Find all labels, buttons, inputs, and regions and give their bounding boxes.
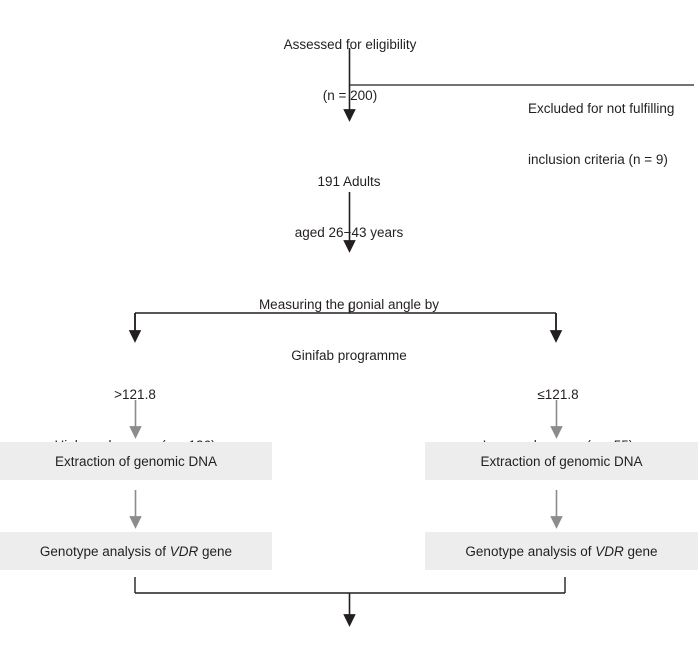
genotype-right-prefix: Genotype analysis of	[465, 543, 596, 559]
high-angle-threshold: >121.8	[114, 387, 156, 402]
genotype-left-prefix: Genotype analysis of	[39, 543, 170, 559]
genotype-left-suffix: gene	[198, 543, 233, 559]
genotype-right-suffix: gene	[623, 543, 658, 559]
box-genotype-analysis-left: Genotype analysis of VDR gene	[0, 532, 272, 570]
excluded-line-1: Excluded for not fulfilling	[528, 101, 675, 116]
node-adults: 191 Adults aged 26−43 years	[249, 139, 449, 275]
connector-merge-to-statistical	[134, 577, 566, 627]
box-extraction-genomic-dna-left: Extraction of genomic DNA	[0, 442, 272, 480]
box-extraction-genomic-dna-right: Extraction of genomic DNA	[425, 442, 698, 480]
genotype-left-gene: VDR	[169, 543, 199, 559]
genotype-right-gene: VDR	[595, 543, 624, 559]
measuring-line-1: Measuring the gonial angle by	[258, 297, 440, 312]
assessed-line-2: (n = 200)	[322, 88, 378, 103]
measuring-line-2: Ginifab programme	[291, 348, 407, 363]
extraction-right-label: Extraction of genomic DNA	[480, 453, 643, 469]
excluded-line-2: inclusion criteria (n = 9)	[528, 152, 668, 167]
box-genotype-analysis-right: Genotype analysis of VDR gene	[425, 532, 698, 570]
node-excluded: Excluded for not fulfilling inclusion cr…	[528, 66, 698, 202]
extraction-left-label: Extraction of genomic DNA	[54, 453, 218, 469]
adults-line-1: 191 Adults	[317, 174, 381, 189]
low-angle-threshold: ≤121.8	[537, 387, 579, 402]
adults-line-2: aged 26−43 years	[294, 225, 404, 240]
node-assessed-for-eligibility: Assessed for eligibility (n = 200)	[240, 2, 460, 138]
node-measuring-gonial-angle: Measuring the gonial angle by Ginifab pr…	[229, 262, 469, 398]
node-statistical-analysis: Statistical analysis	[249, 624, 449, 645]
assessed-line-1: Assessed for eligibility	[283, 37, 417, 52]
